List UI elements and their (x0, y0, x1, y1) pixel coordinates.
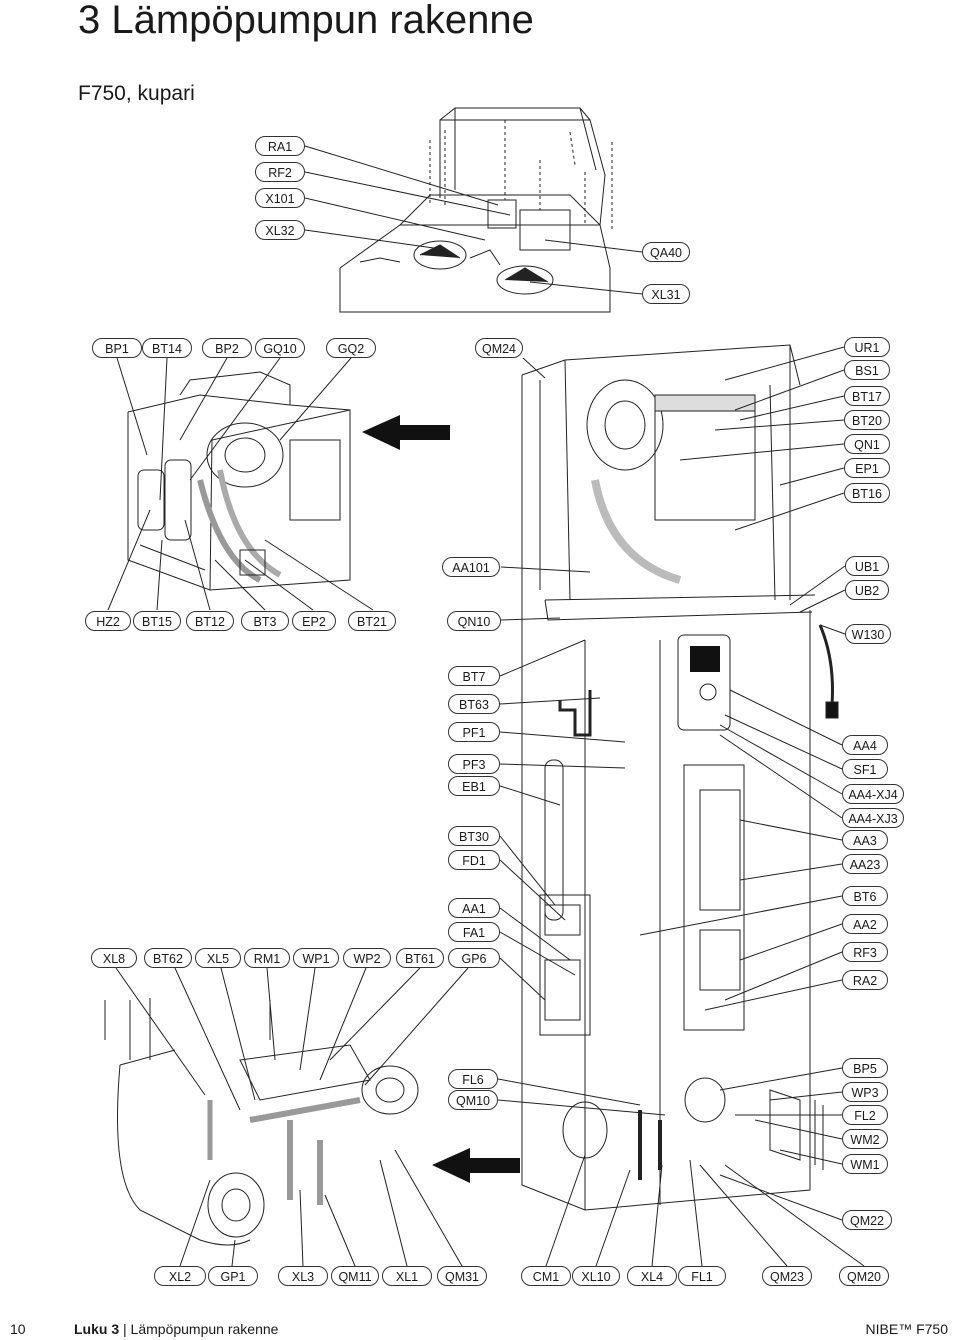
page-footer: 10 Luku 3 | Lämpöpumpun rakenne NIBE™ F7… (0, 1318, 960, 1340)
label-AA4-XJ3: AA4-XJ3 (842, 808, 904, 828)
label-QM10: QM10 (448, 1090, 498, 1110)
label-BT21: BT21 (348, 611, 396, 631)
label-WP2: WP2 (343, 948, 391, 968)
page-subtitle: F750, kupari (78, 82, 195, 105)
label-QM31: QM31 (437, 1266, 487, 1286)
label-RA1: RA1 (255, 136, 305, 156)
label-AA1: AA1 (448, 898, 500, 918)
footer-chapter: Luku 3 (74, 1321, 120, 1337)
label-EP1: EP1 (844, 458, 890, 478)
label-WM1: WM1 (842, 1154, 888, 1174)
label-BT17: BT17 (844, 386, 890, 406)
label-XL2: XL2 (154, 1266, 206, 1286)
label-UR1: UR1 (844, 337, 890, 357)
label-FL1: FL1 (678, 1266, 726, 1286)
label-RF2: RF2 (255, 162, 305, 182)
label-QM22: QM22 (842, 1210, 892, 1230)
label-BT15: BT15 (133, 611, 181, 631)
label-AA3: AA3 (842, 830, 888, 850)
label-QM24: QM24 (475, 338, 523, 358)
label-BT61: BT61 (396, 948, 444, 968)
label-GP1: GP1 (208, 1266, 258, 1286)
label-AA101: AA101 (442, 557, 500, 577)
label-UB2: UB2 (845, 580, 889, 600)
label-BT30: BT30 (448, 826, 500, 846)
label-PF3: PF3 (448, 754, 500, 774)
label-FL2: FL2 (842, 1105, 888, 1125)
label-GP6: GP6 (448, 948, 500, 968)
label-BT20: BT20 (844, 410, 890, 430)
compressor-module-illustration (127, 371, 351, 591)
label-QM23: QM23 (762, 1266, 812, 1286)
label-XL3: XL3 (278, 1266, 328, 1286)
footer-chapter-info: Luku 3 | Lämpöpumpun rakenne (74, 1318, 278, 1340)
label-XL5: XL5 (195, 948, 241, 968)
label-CM1: CM1 (521, 1266, 571, 1286)
label-XL1: XL1 (382, 1266, 432, 1286)
label-BT12: BT12 (186, 611, 234, 631)
label-W130: W130 (845, 624, 891, 644)
label-SF1: SF1 (842, 759, 888, 779)
label-QN10: QN10 (447, 611, 501, 631)
label-WP1: WP1 (293, 948, 339, 968)
label-EB1: EB1 (448, 776, 500, 796)
label-BS1: BS1 (844, 360, 890, 380)
page-number: 10 (10, 1321, 26, 1337)
label-WP3: WP3 (842, 1082, 888, 1102)
page-title: 3 Lämpöpumpun rakenne (78, 0, 534, 42)
label-AA23: AA23 (842, 854, 888, 874)
label-QM20: QM20 (839, 1266, 889, 1286)
label-EP2: EP2 (292, 611, 336, 631)
pump-module-illustration (104, 998, 419, 1246)
label-BT14: BT14 (142, 338, 192, 358)
label-UB1: UB1 (845, 556, 889, 576)
footer-brand: NIBE™ F750 (865, 1321, 948, 1337)
label-BT63: BT63 (448, 694, 500, 714)
label-AA4: AA4 (842, 735, 888, 755)
label-PF1: PF1 (448, 722, 500, 742)
arrow-left-middle (362, 415, 450, 450)
label-FA1: FA1 (448, 922, 500, 942)
label-X101: X101 (255, 188, 305, 208)
top-module-illustration (339, 107, 613, 313)
label-BT6: BT6 (842, 886, 888, 906)
label-XL31: XL31 (642, 284, 690, 304)
label-XL10: XL10 (572, 1266, 620, 1286)
label-QA40: QA40 (642, 242, 690, 262)
label-XL4: XL4 (627, 1266, 677, 1286)
label-WM2: WM2 (842, 1129, 888, 1149)
label-QN1: QN1 (844, 434, 890, 454)
label-RM1: RM1 (244, 948, 290, 968)
label-XL8: XL8 (91, 948, 137, 968)
label-RA2: RA2 (842, 970, 888, 990)
label-BT62: BT62 (144, 948, 192, 968)
label-BT7: BT7 (448, 666, 500, 686)
label-RF3: RF3 (842, 942, 888, 962)
label-BT3: BT3 (241, 611, 289, 631)
label-QM11: QM11 (331, 1266, 379, 1286)
label-BP2: BP2 (202, 338, 252, 358)
footer-chapter-title: Lämpöpumpun rakenne (130, 1321, 279, 1337)
label-GQ10: GQ10 (255, 338, 305, 358)
label-FD1: FD1 (448, 850, 500, 870)
label-XL32: XL32 (255, 220, 305, 240)
footer-separator: | (123, 1321, 127, 1337)
leader-lines (107, 145, 865, 1267)
label-BT16: BT16 (844, 483, 890, 503)
arrow-left-bottom (432, 1148, 520, 1183)
label-HZ2: HZ2 (85, 611, 131, 631)
label-AA2: AA2 (842, 914, 888, 934)
label-AA4-XJ4: AA4-XJ4 (842, 784, 904, 804)
label-FL6: FL6 (448, 1069, 498, 1089)
label-BP5: BP5 (842, 1058, 888, 1078)
main-cabinet-illustration (521, 344, 839, 1211)
label-GQ2: GQ2 (326, 338, 376, 358)
label-BP1: BP1 (92, 338, 142, 358)
